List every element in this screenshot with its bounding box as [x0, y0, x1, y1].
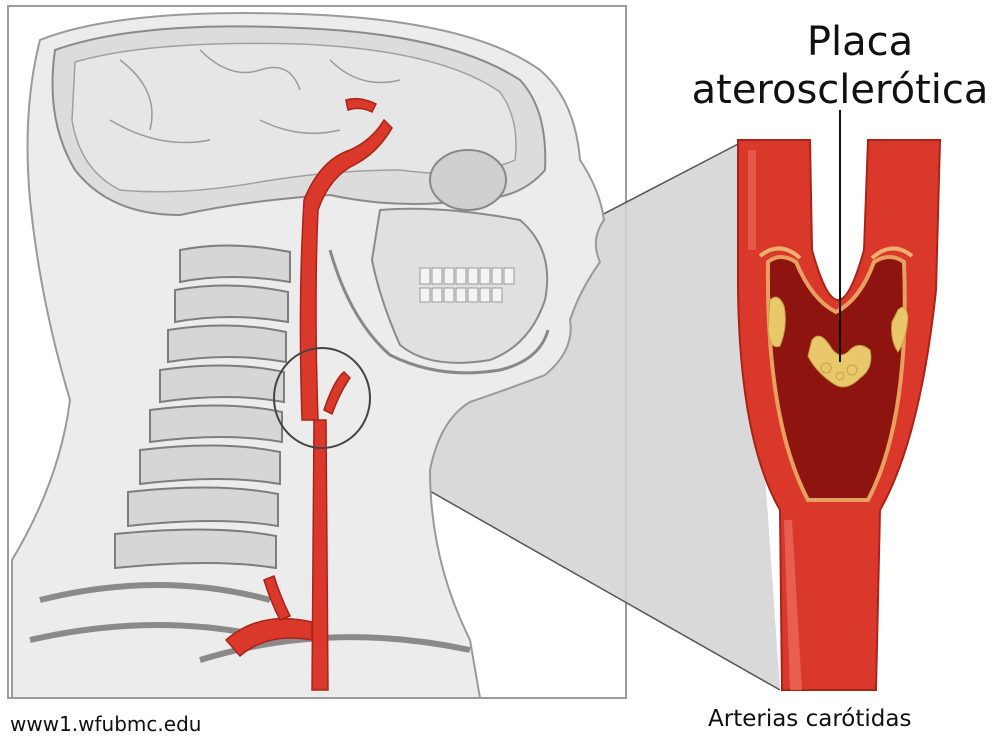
common-carotid-artery [312, 420, 328, 690]
orbit [430, 150, 506, 210]
plaque-label-line1: Placa [760, 22, 960, 62]
artery-highlight-top [748, 150, 756, 250]
source-url: www1.wfubmc.edu [10, 712, 201, 736]
plaque-label-line2: aterosclerótica [690, 70, 990, 110]
figure-caption: Arterias carótidas [708, 706, 911, 732]
jaw [372, 209, 547, 363]
